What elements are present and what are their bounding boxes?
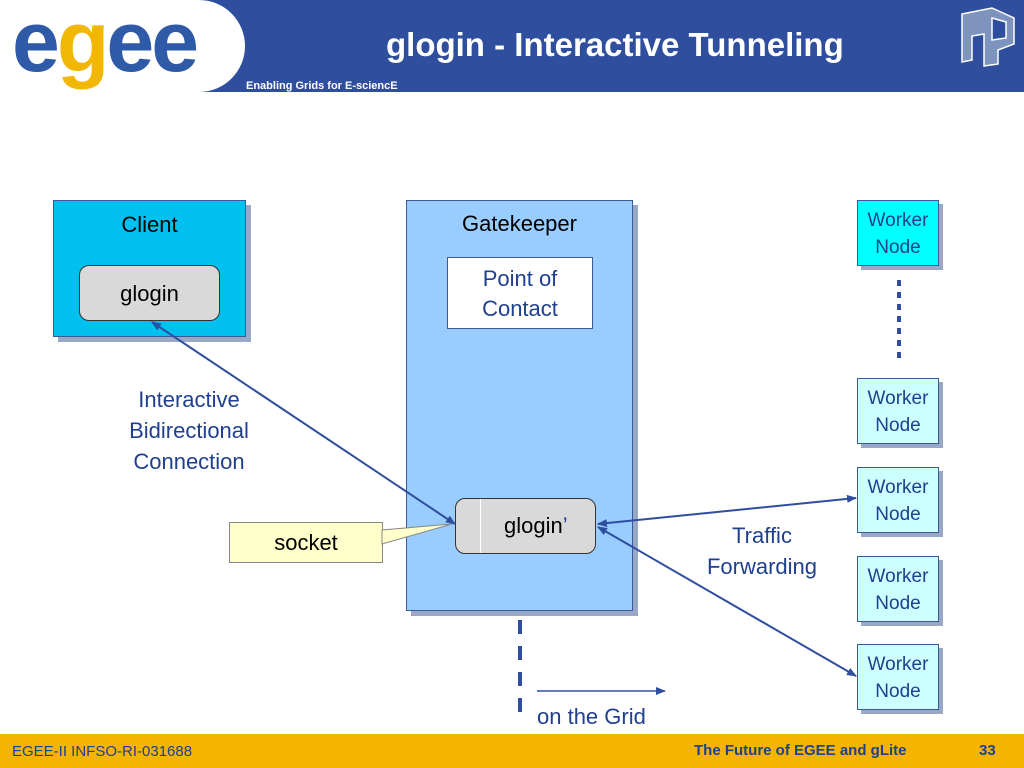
worker-node-2: Worker Node	[857, 378, 939, 444]
interactive-connection-arrow	[151, 321, 456, 525]
worker-node-2-line2: Node	[875, 415, 921, 436]
logo-background: egee	[0, 0, 245, 92]
gatekeeper-glogin-box: glogin’	[455, 498, 596, 554]
worker-node-3: Worker Node	[857, 467, 939, 533]
worker-node-5-line1: Worker	[867, 654, 929, 675]
worker-node-1: Worker Node	[857, 200, 939, 266]
poc-line2: Contact	[482, 296, 558, 321]
footer-bar: EGEE-II INFSO-RI-031688 The Future of EG…	[0, 734, 1024, 768]
socket-callout-pointer	[381, 523, 453, 545]
worker-node-4-line1: Worker	[867, 566, 929, 587]
grid-label: on the Grid	[537, 704, 646, 729]
worker-node-3-line2: Node	[875, 504, 921, 525]
gatekeeper-label: Gatekeeper	[462, 211, 577, 236]
poc-line1: Point of	[482, 266, 558, 291]
worker-node-4-line2: Node	[875, 593, 921, 614]
gatekeeper-glogin-text: glogin	[504, 513, 563, 538]
point-of-contact-box: Point of Contact	[447, 257, 593, 329]
footer-project-id: EGEE-II INFSO-RI-031688	[12, 743, 193, 760]
worker-node-2-line1: Worker	[867, 388, 929, 409]
worker-node-5: Worker Node	[857, 644, 939, 710]
worker-node-3-line1: Worker	[867, 477, 929, 498]
header-subtitle: Enabling Grids for E-sciencE	[246, 80, 398, 92]
worker-node-1-line2: Node	[875, 237, 921, 258]
glogin-divider	[480, 499, 481, 553]
forward-arrow-worker-3	[597, 494, 857, 528]
worker-node-1-line1: Worker	[867, 210, 929, 231]
header-bar: egee Enabling Grids for E-sciencE glogin…	[0, 0, 1024, 92]
page-number: 33	[979, 742, 996, 759]
client-glogin-box: glogin	[79, 265, 220, 321]
client-label: Client	[121, 212, 178, 237]
footer-presentation-title: The Future of EGEE and gLite	[694, 742, 907, 759]
worker-node-4: Worker Node	[857, 556, 939, 622]
worker-node-5-line2: Node	[875, 681, 921, 702]
egee-logo: egee	[12, 0, 199, 90]
gatekeeper-glogin-prime: ’	[562, 513, 568, 538]
slide-title: glogin - Interactive Tunneling	[386, 26, 844, 63]
forward-arrow-worker-5	[597, 526, 857, 677]
gatekeeper-glogin-label: glogin’	[504, 513, 568, 539]
gp-logo-icon	[961, 7, 1015, 67]
